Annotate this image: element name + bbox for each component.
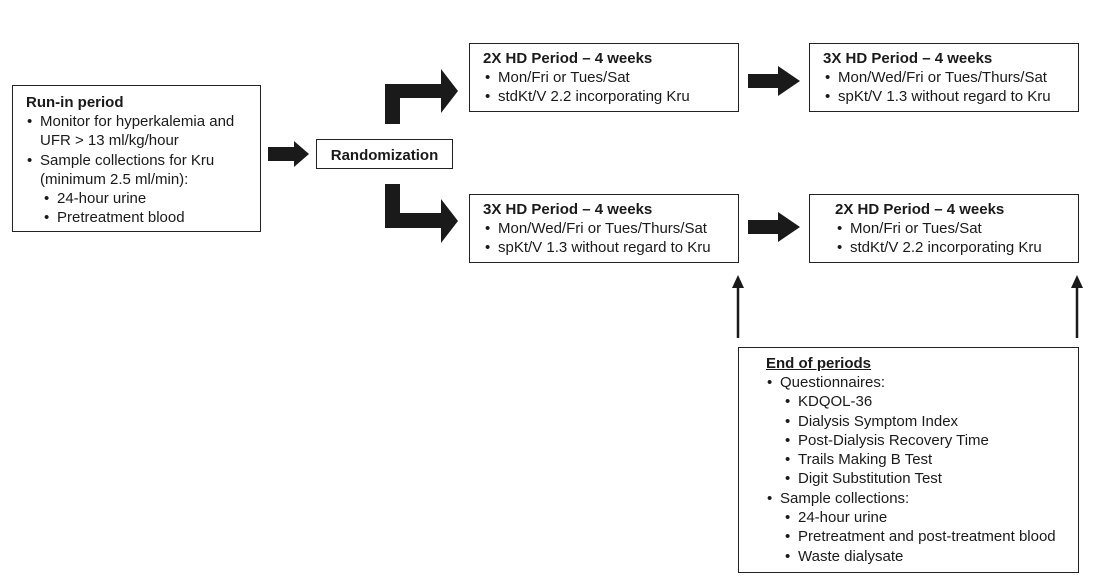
arrow-arm-a-p1-to-p2 bbox=[748, 66, 800, 96]
arrow-up-head-period-1 bbox=[732, 275, 744, 288]
arm-b-period-2-list: Mon/Fri or Tues/Sat stdKt/V 2.2 incorpor… bbox=[835, 219, 1078, 258]
arm-b-period-1-box: 3X HD Period – 4 weeks Mon/Wed/Fri or Tu… bbox=[469, 194, 739, 263]
end-of-periods-list: Questionnaires: bbox=[766, 373, 1078, 393]
arrow-randomization-to-arm-a bbox=[385, 69, 458, 124]
list-item: stdKt/V 2.2 incorporating Kru bbox=[485, 87, 738, 107]
list-item: Mon/Fri or Tues/Sat bbox=[485, 68, 738, 88]
questionnaires-list: KDQOL-36 Dialysis Symptom Index Post-Dia… bbox=[766, 392, 1078, 489]
run-in-line: UFR > 13 ml/kg/hour bbox=[40, 132, 179, 150]
list-item: Pretreatment and post-treatment blood bbox=[785, 527, 1078, 547]
list-item: Mon/Fri or Tues/Sat bbox=[837, 219, 1078, 239]
arm-b-period-1-title: 3X HD Period – 4 weeks bbox=[483, 201, 653, 218]
end-of-periods-box: End of periods Questionnaires: KDQOL-36 … bbox=[738, 347, 1079, 573]
list-item: Digit Substitution Test bbox=[785, 469, 1078, 489]
arm-b-period-2-box: 2X HD Period – 4 weeks Mon/Fri or Tues/S… bbox=[809, 194, 1079, 263]
list-item: Dialysis Symptom Index bbox=[785, 412, 1078, 432]
end-of-periods-title: End of periods bbox=[766, 355, 871, 372]
list-item: spKt/V 1.3 without regard to Kru bbox=[825, 87, 1078, 107]
list-item: Mon/Wed/Fri or Tues/Thurs/Sat bbox=[485, 219, 738, 239]
list-item: Waste dialysate bbox=[785, 547, 1078, 567]
arm-a-period-1-list: Mon/Fri or Tues/Sat stdKt/V 2.2 incorpor… bbox=[483, 68, 738, 107]
arm-a-period-2-box: 3X HD Period – 4 weeks Mon/Wed/Fri or Tu… bbox=[809, 43, 1079, 112]
list-item: Post-Dialysis Recovery Time bbox=[785, 431, 1078, 451]
list-item: KDQOL-36 bbox=[785, 392, 1078, 412]
run-in-period-box: Run-in period Monitor for hyperkalemia a… bbox=[12, 85, 261, 232]
list-item: Trails Making B Test bbox=[785, 450, 1078, 470]
arrow-runin-to-randomization bbox=[268, 141, 309, 167]
list-item: Mon/Wed/Fri or Tues/Thurs/Sat bbox=[825, 68, 1078, 88]
run-in-line: Monitor for hyperkalemia and bbox=[27, 112, 260, 132]
run-in-line: (minimum 2.5 ml/min): bbox=[40, 170, 189, 188]
arm-a-period-2-title: 3X HD Period – 4 weeks bbox=[823, 50, 993, 67]
arm-a-period-1-box: 2X HD Period – 4 weeks Mon/Fri or Tues/S… bbox=[469, 43, 739, 112]
list-item: stdKt/V 2.2 incorporating Kru bbox=[837, 238, 1078, 258]
questionnaires-label: Questionnaires: bbox=[767, 373, 1078, 393]
run-in-sub-item: Pretreatment blood bbox=[44, 208, 260, 228]
run-in-list: Monitor for hyperkalemia and UFR > 13 ml… bbox=[26, 112, 260, 189]
arm-b-period-1-list: Mon/Wed/Fri or Tues/Thurs/Sat spKt/V 1.3… bbox=[483, 219, 738, 258]
list-item: 24-hour urine bbox=[785, 508, 1078, 528]
list-item: spKt/V 1.3 without regard to Kru bbox=[485, 238, 738, 258]
run-in-sub-item: 24-hour urine bbox=[44, 189, 260, 209]
run-in-title: Run-in period bbox=[26, 94, 124, 111]
run-in-sub-list: 24-hour urine Pretreatment blood bbox=[26, 189, 260, 228]
arrow-randomization-to-arm-b bbox=[385, 184, 458, 243]
samples-label: Sample collections: bbox=[767, 489, 1078, 509]
arm-b-period-2-title: 2X HD Period – 4 weeks bbox=[835, 201, 1005, 218]
end-of-periods-list-2: Sample collections: bbox=[766, 489, 1078, 509]
arrow-up-head-period-2 bbox=[1071, 275, 1083, 288]
arrow-arm-b-p1-to-p2 bbox=[748, 212, 800, 242]
arm-a-period-2-list: Mon/Wed/Fri or Tues/Thurs/Sat spKt/V 1.3… bbox=[823, 68, 1078, 107]
randomization-label: Randomization bbox=[330, 147, 439, 164]
samples-list: 24-hour urine Pretreatment and post-trea… bbox=[766, 508, 1078, 566]
run-in-line: Sample collections for Kru bbox=[27, 151, 260, 171]
arm-a-period-1-title: 2X HD Period – 4 weeks bbox=[483, 50, 653, 67]
randomization-box: Randomization bbox=[316, 139, 453, 169]
